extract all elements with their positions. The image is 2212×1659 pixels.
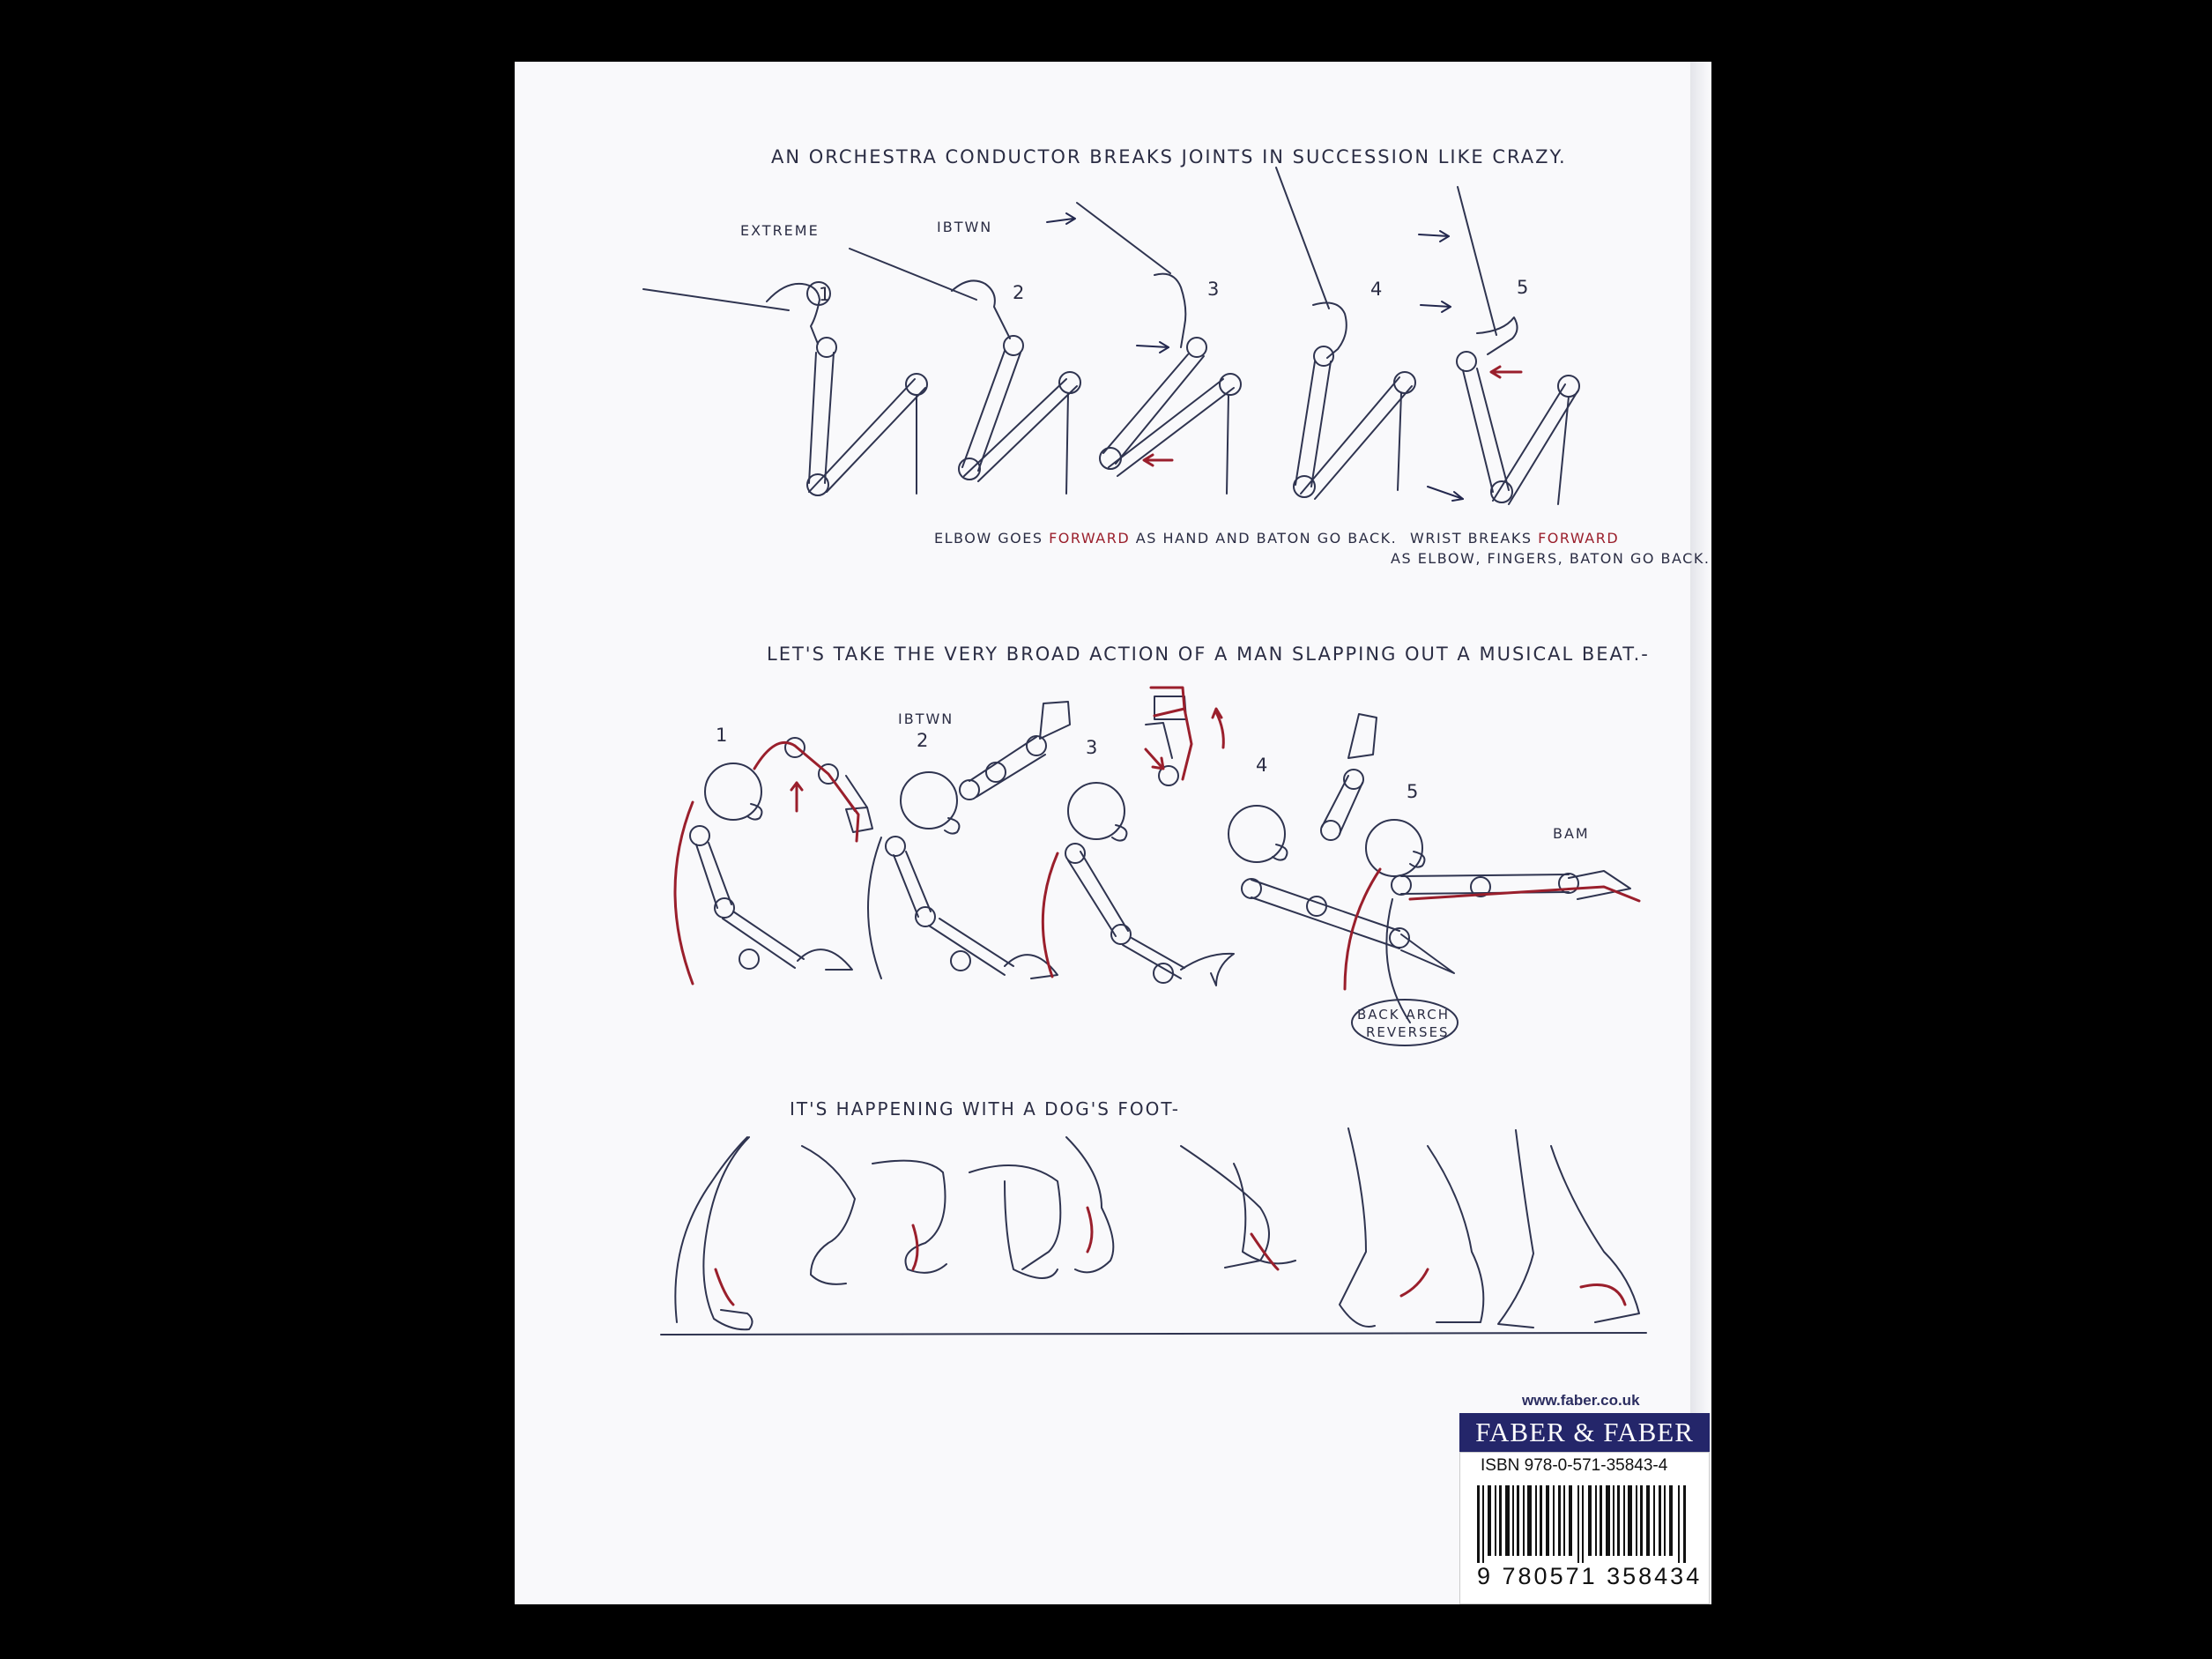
man-1-red-lines <box>673 740 860 986</box>
dog-foot-red-lines <box>714 1206 1627 1306</box>
man-3-red-lines <box>1041 686 1225 978</box>
barcode-icon <box>1477 1485 1686 1563</box>
label-extreme: EXTREME <box>740 222 820 239</box>
book-back-cover <box>515 62 1710 1604</box>
frame-number-5: 5 <box>1517 277 1529 298</box>
beat-number-1: 1 <box>716 725 728 746</box>
book-spine-edge <box>1690 62 1711 1604</box>
barcode-number: 9 780571 358434 <box>1477 1563 1703 1589</box>
label-bam: BAM <box>1553 825 1590 842</box>
man-figure-4 <box>1228 713 1455 974</box>
section1-heading: AN ORCHESTRA CONDUCTOR BREAKS JOINTS IN … <box>771 146 1567 167</box>
conductor-frame-1 <box>642 281 928 496</box>
man-figure-5 <box>1365 819 1631 1023</box>
frame-number-3: 3 <box>1207 279 1220 300</box>
caption-wrist-line2: AS ELBOW, FINGERS, BATON GO BACK. <box>1391 550 1711 567</box>
caption-wrist-line1: WRIST BREAKS FORWARD <box>1410 530 1619 547</box>
conductor-frame-5 <box>1456 186 1580 505</box>
man-figure-3 <box>1065 696 1235 986</box>
back-arch-note-bubble <box>1351 999 1459 1046</box>
man-figure-1 <box>689 737 873 971</box>
direction-arrows-red <box>1142 365 1523 467</box>
beat-number-2: 2 <box>917 730 929 751</box>
caption-elbow-a: ELBOW GOES <box>934 530 1043 547</box>
section3-heading: IT'S HAPPENING WITH A DOG'S FOOT- <box>790 1098 1180 1120</box>
publisher-url: www.faber.co.uk <box>1522 1392 1640 1409</box>
frame-number-4: 4 <box>1370 279 1383 300</box>
direction-arrows-blue <box>1046 212 1464 502</box>
man-5-red-lines <box>1343 867 1641 991</box>
caption-wrist-a: WRIST BREAKS <box>1410 530 1533 547</box>
man-figure-2 <box>867 701 1071 979</box>
label-ibtwn-2: IBTWN <box>898 710 954 727</box>
caption-elbow: ELBOW GOES FORWARD AS HAND and BATON GO … <box>934 530 1397 547</box>
caption-elbow-b: AS HAND and BATON GO BACK. <box>1135 530 1398 547</box>
frame-number-2: 2 <box>1013 282 1025 303</box>
section2-heading: LET'S TAKE the VERY BROAD ACTION OF A MA… <box>767 644 1650 665</box>
dog-foot-sequence <box>660 1127 1647 1335</box>
caption-wrist-forward: FORWARD <box>1538 530 1620 547</box>
conductor-frame-3 <box>1076 202 1242 495</box>
label-ibtwn-1: IBTWN <box>937 219 993 235</box>
conductor-frame-4 <box>1275 167 1416 500</box>
isbn-label: ISBN 978-0-571-35843-4 <box>1481 1456 1668 1475</box>
publisher-logo-band: FABER & FABER <box>1459 1413 1710 1452</box>
beat-number-5: 5 <box>1407 781 1419 802</box>
caption-elbow-forward: FORWARD <box>1049 530 1131 547</box>
conductor-frame-2 <box>849 248 1081 495</box>
beat-number-3: 3 <box>1086 737 1098 758</box>
note-back-arch-line2: REVERSES <box>1366 1024 1450 1040</box>
beat-number-4: 4 <box>1256 755 1268 776</box>
note-back-arch-line1: BACK ARCH <box>1357 1007 1451 1023</box>
